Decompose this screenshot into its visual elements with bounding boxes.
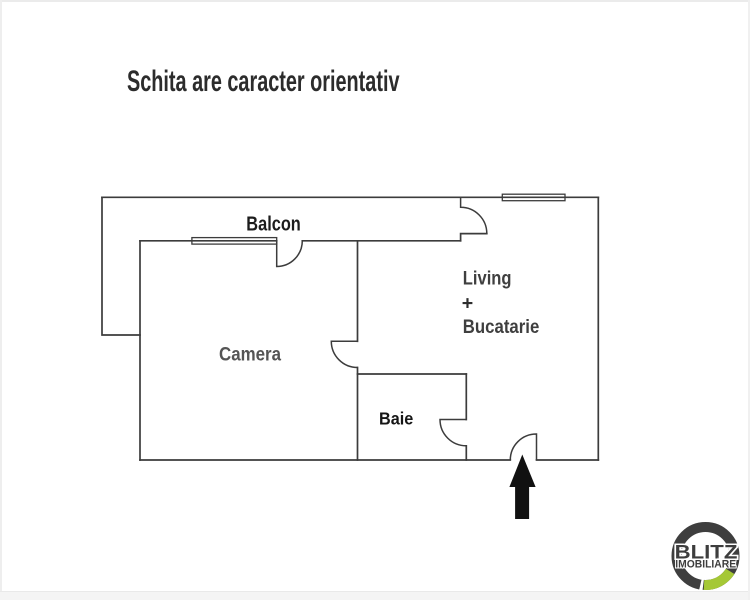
svg-text:Schita are caracter orientativ: Schita are caracter orientativ (127, 66, 400, 98)
svg-text:Bucatarie: Bucatarie (463, 316, 540, 338)
svg-text:BLITZ: BLITZ (675, 541, 738, 563)
svg-text:Living: Living (463, 268, 512, 290)
svg-text:IMOBILIARE: IMOBILIARE (675, 558, 736, 570)
svg-text:+: + (462, 293, 473, 315)
svg-text:Camera: Camera (219, 345, 281, 366)
svg-text:Balcon: Balcon (246, 214, 300, 236)
svg-text:Baie: Baie (379, 409, 413, 429)
